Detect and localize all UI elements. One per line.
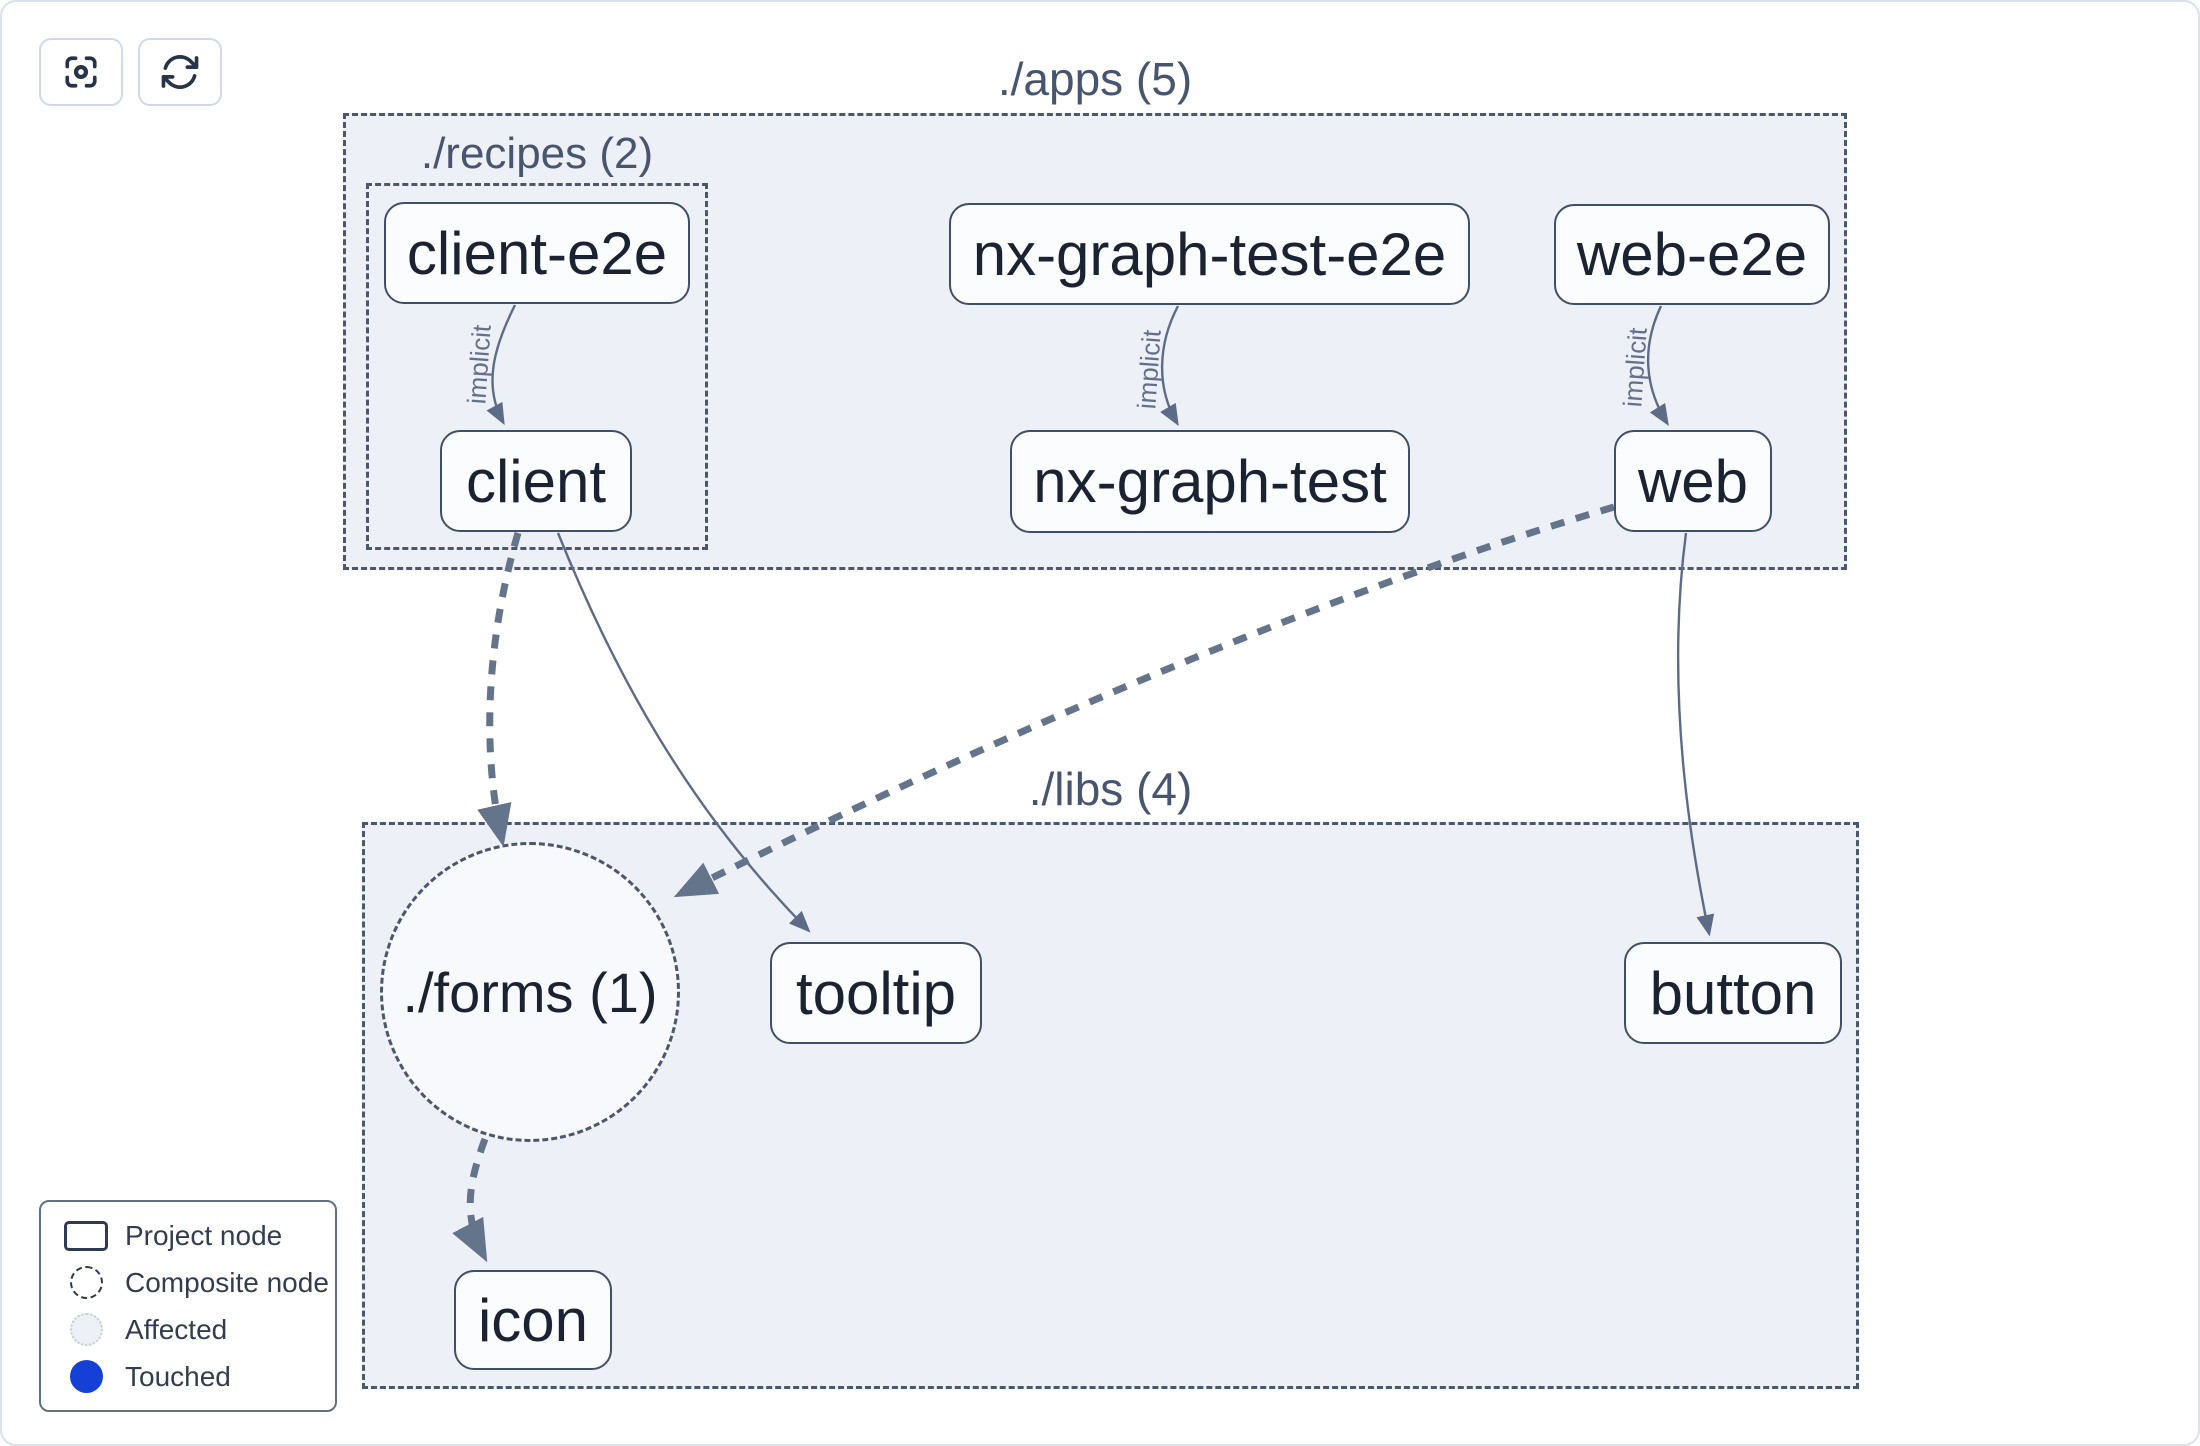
focus-icon	[65, 56, 97, 88]
node-nx-graph-test[interactable]: nx-graph-test	[1010, 430, 1410, 533]
focus-mode-button[interactable]	[39, 38, 123, 106]
group-libs-label: ./libs (4)	[1028, 763, 1193, 815]
node-nx-graph-test-e2e[interactable]: nx-graph-test-e2e	[949, 203, 1470, 305]
node-label: nx-graph-test-e2e	[972, 220, 1447, 288]
node-label: nx-graph-test	[1033, 448, 1387, 515]
node-label: button	[1649, 959, 1817, 1027]
legend-item-project-node: Project node	[41, 1212, 335, 1259]
affected-swatch	[63, 1313, 109, 1346]
group-recipes-label: ./recipes (2)	[420, 129, 654, 178]
node-client[interactable]: client	[440, 430, 632, 532]
node-web-e2e[interactable]: web-e2e	[1554, 204, 1830, 305]
node-icon[interactable]: icon	[454, 1270, 612, 1370]
graph-legend: Project node Composite node Affected Tou…	[39, 1200, 337, 1412]
touched-swatch	[63, 1360, 109, 1393]
group-recipes	[366, 183, 708, 550]
refresh-icon	[161, 55, 199, 89]
node-label: tooltip	[795, 959, 957, 1027]
legend-label: Affected	[125, 1313, 228, 1345]
legend-label: Composite node	[125, 1266, 329, 1298]
graph-toolbar	[39, 38, 222, 106]
node-label: web	[1637, 447, 1749, 515]
node-label: client	[465, 447, 607, 515]
legend-item-composite-node: Composite node	[41, 1259, 335, 1306]
node-label: icon	[477, 1286, 589, 1354]
node-button[interactable]: button	[1624, 942, 1842, 1044]
node-label: web-e2e	[1576, 221, 1808, 288]
node-client-e2e[interactable]: client-e2e	[384, 202, 690, 304]
composite-node-forms-label: ./forms (1)	[402, 960, 658, 1024]
legend-item-touched: Touched	[41, 1353, 335, 1400]
composite-node-swatch	[63, 1266, 109, 1299]
group-apps-label: ./apps (5)	[997, 53, 1193, 105]
node-web[interactable]: web	[1614, 430, 1772, 532]
legend-label: Project node	[125, 1219, 283, 1251]
project-node-swatch	[63, 1220, 109, 1251]
refresh-button[interactable]	[138, 38, 222, 106]
node-label: client-e2e	[406, 219, 668, 287]
node-tooltip[interactable]: tooltip	[770, 942, 982, 1044]
legend-item-affected: Affected	[41, 1306, 335, 1353]
composite-node-forms[interactable]: ./forms (1)	[380, 842, 680, 1142]
legend-label: Touched	[125, 1360, 231, 1392]
